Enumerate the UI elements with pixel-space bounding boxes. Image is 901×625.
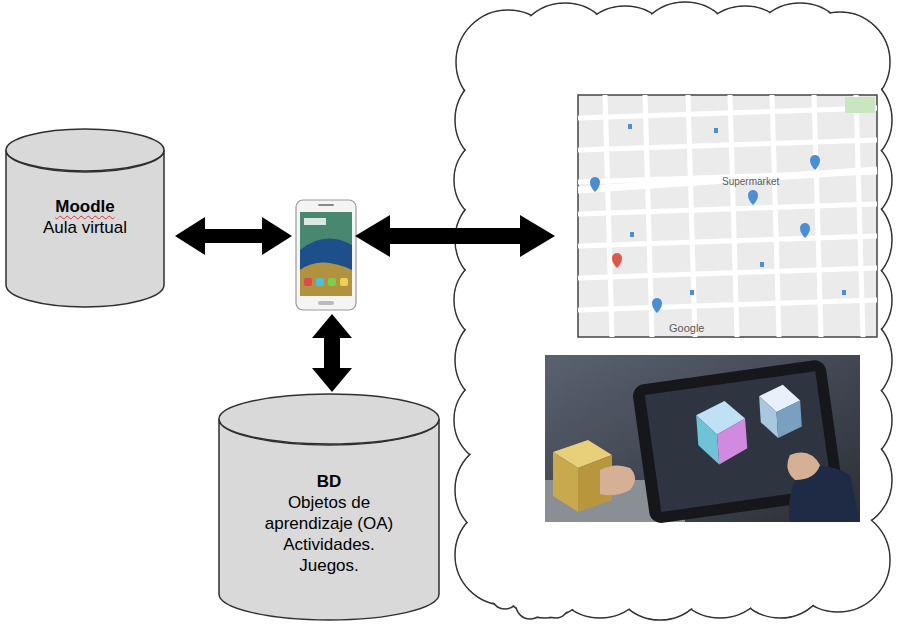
node-text: Aula virtual [43, 217, 127, 238]
node-title: BD [317, 471, 342, 492]
ar-photo [545, 355, 860, 525]
map-picture [578, 95, 877, 337]
node-text: Objetos de aprendizaje (OA) [254, 492, 404, 534]
map-label: Google [669, 322, 704, 334]
cloud-outline [454, 2, 892, 620]
map-label: Supermarket [722, 176, 779, 187]
node-text: Actividades. Juegos. [254, 534, 404, 576]
text-group: BDObjetos de aprendizaje (OA)Actividades… [218, 471, 440, 576]
database-cylinder: MoodleAula virtual [5, 128, 165, 308]
smartphone [296, 200, 356, 310]
text-group: MoodleAula virtual [5, 196, 165, 238]
double-arrow [175, 215, 555, 392]
node-title: Moodle [55, 196, 115, 217]
database-cylinder: BDObjetos de aprendizaje (OA)Actividades… [218, 393, 440, 621]
